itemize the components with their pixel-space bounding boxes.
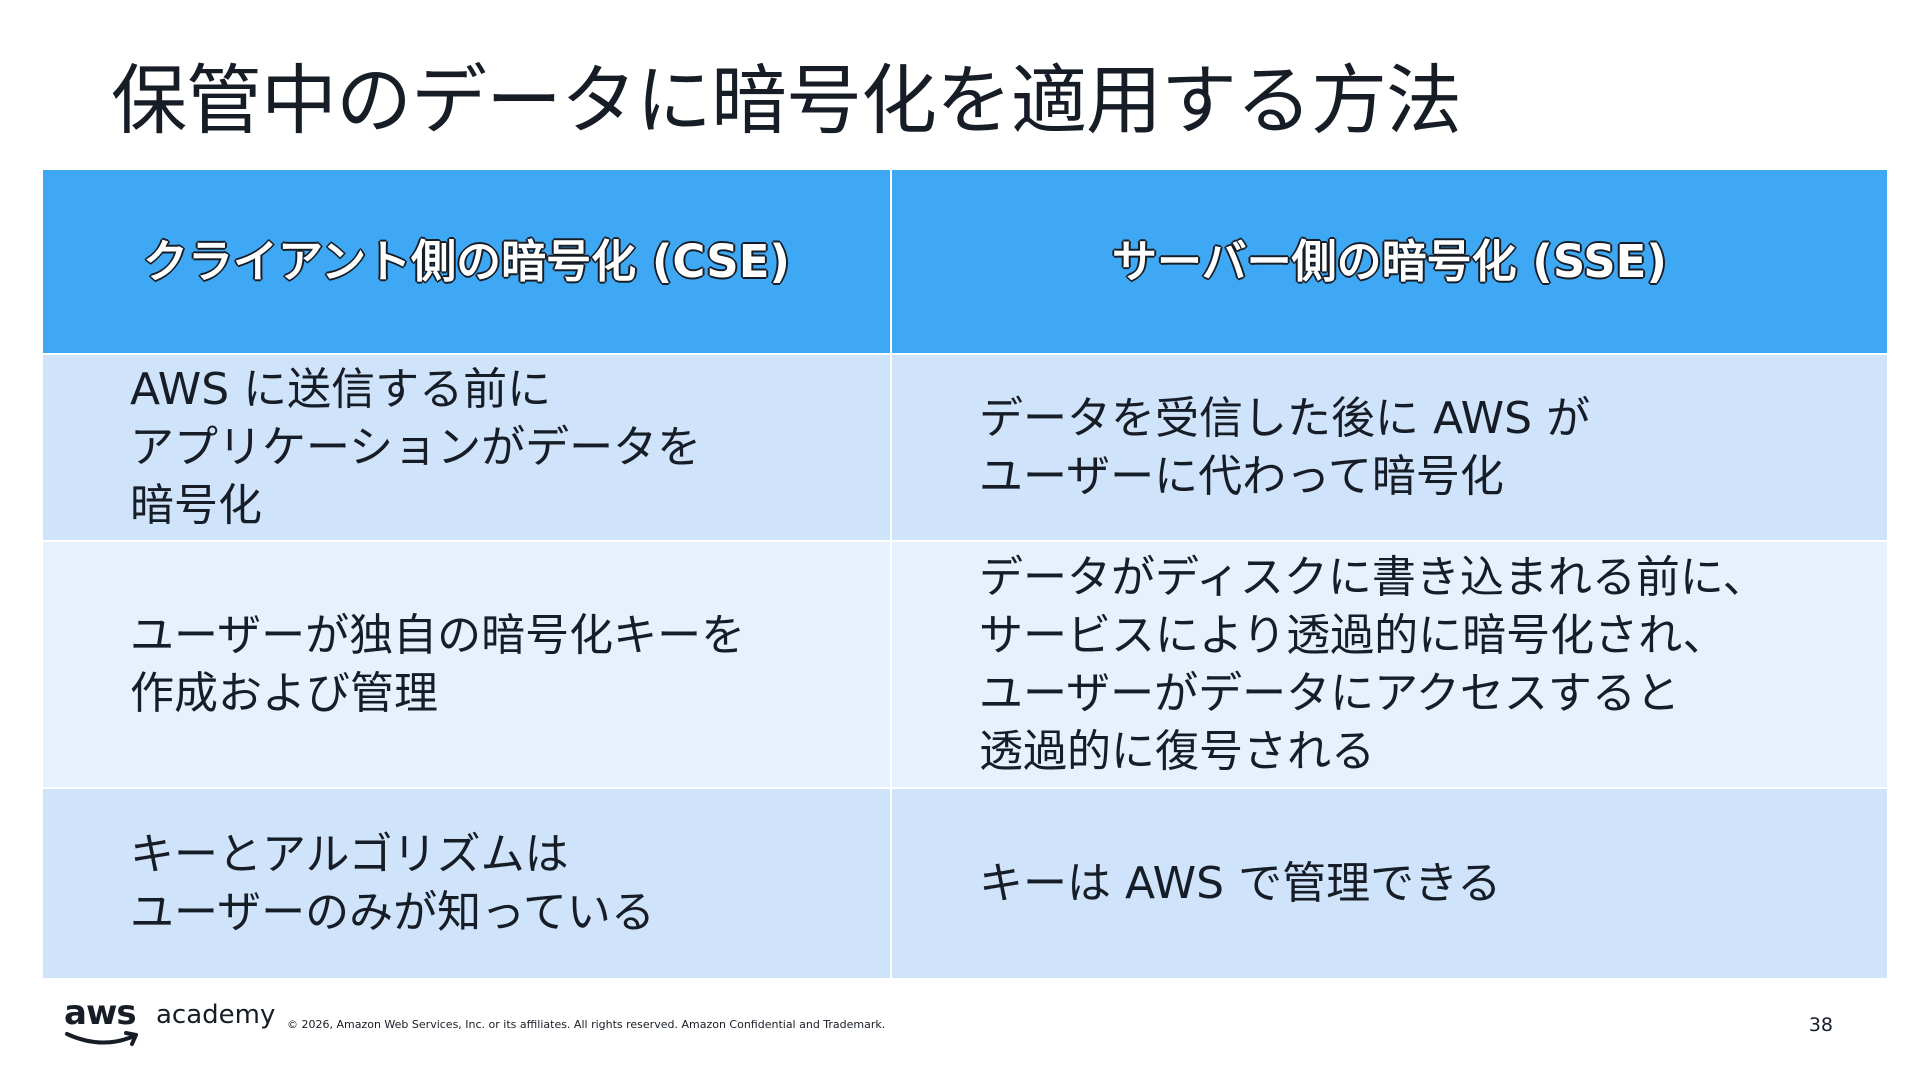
table-row-1-server: データを受信した後に AWS が ユーザーに代わって暗号化: [892, 355, 1887, 540]
aws-smile-icon: [65, 1031, 138, 1046]
cell-text: データがディスクに書き込まれる前に、 サービスにより透過的に暗号化され、 ユーザ…: [979, 551, 1767, 777]
table-row-3-server: キーは AWS で管理できる: [892, 789, 1887, 978]
page-number: 38: [1808, 1014, 1833, 1036]
header-client-side: クライアント側の暗号化 (CSE): [43, 170, 890, 353]
table-row-2-server: データがディスクに書き込まれる前に、 サービスにより透過的に暗号化され、 ユーザ…: [892, 542, 1887, 787]
aws-logo-text: aws: [64, 993, 137, 1033]
table-row-1-client: AWS に送信する前に アプリケーションがデータを 暗号化: [43, 355, 890, 540]
table-row-2-client: ユーザーが独自の暗号化キーを 作成および管理: [43, 542, 890, 787]
header-server-side: サーバー側の暗号化 (SSE): [892, 170, 1887, 353]
aws-academy-logo: aws academy: [64, 993, 276, 1046]
academy-logo-text: academy: [156, 1000, 276, 1030]
cell-text: データを受信した後に AWS が ユーザーに代わって暗号化: [979, 392, 1591, 502]
slide-title: 保管中のデータに暗号化を適用する方法: [111, 56, 1462, 145]
cell-text: キーは AWS で管理できる: [979, 857, 1502, 909]
cell-text: AWS に送信する前に アプリケーションがデータを 暗号化: [130, 363, 702, 531]
header-client-side-label: クライアント側の暗号化 (CSE): [142, 234, 790, 288]
header-server-side-label: サーバー側の暗号化 (SSE): [1112, 234, 1667, 288]
cell-text: ユーザーが独自の暗号化キーを 作成および管理: [130, 609, 746, 719]
table-row-3-client: キーとアルゴリズムは ユーザーのみが知っている: [43, 789, 890, 978]
comparison-table: クライアント側の暗号化 (CSE) サーバー側の暗号化 (SSE) AWS に送…: [43, 170, 1887, 978]
copyright-notice: © 2026, Amazon Web Services, Inc. or its…: [287, 1018, 886, 1031]
cell-text: キーとアルゴリズムは ユーザーのみが知っている: [130, 828, 655, 938]
